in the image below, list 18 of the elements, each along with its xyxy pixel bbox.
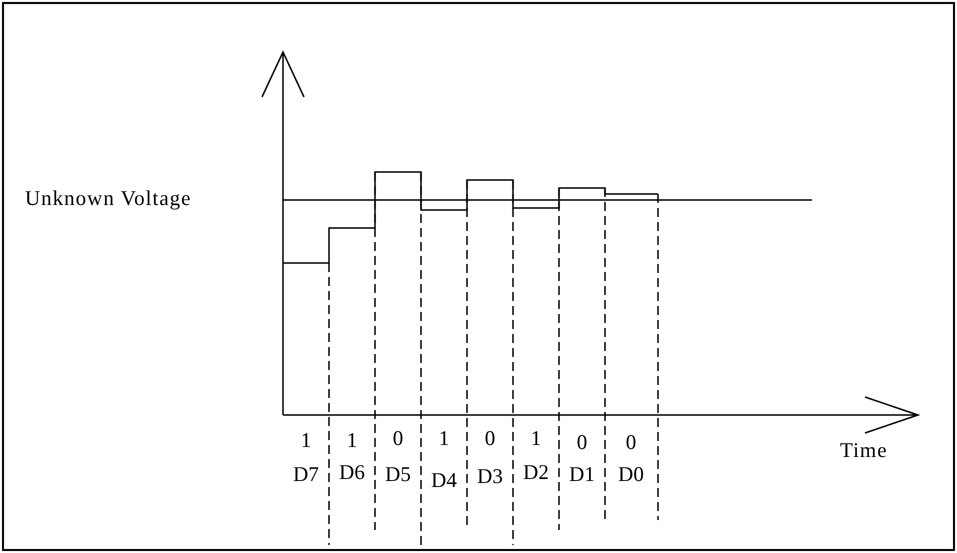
bit-value: 0 <box>484 426 496 450</box>
bit-value: 1 <box>438 426 450 450</box>
bit-label: D0 <box>618 462 644 486</box>
bit-value: 1 <box>530 426 542 450</box>
axis-label: Time <box>840 438 888 462</box>
bit-label: D6 <box>339 460 365 484</box>
bit-label: D7 <box>293 462 319 486</box>
bit-value: 0 <box>576 430 588 454</box>
axis-label: Unknown Voltage <box>25 186 192 210</box>
bit-value: 0 <box>392 426 404 450</box>
bit-label: D4 <box>431 468 457 492</box>
bit-label: D1 <box>569 462 595 486</box>
bit-label: D3 <box>477 464 503 488</box>
bit-value: 1 <box>346 428 358 452</box>
bit-label: D2 <box>523 460 549 484</box>
bit-value: 1 <box>300 428 312 452</box>
bit-label: D5 <box>385 462 411 486</box>
bit-value: 0 <box>626 430 636 454</box>
